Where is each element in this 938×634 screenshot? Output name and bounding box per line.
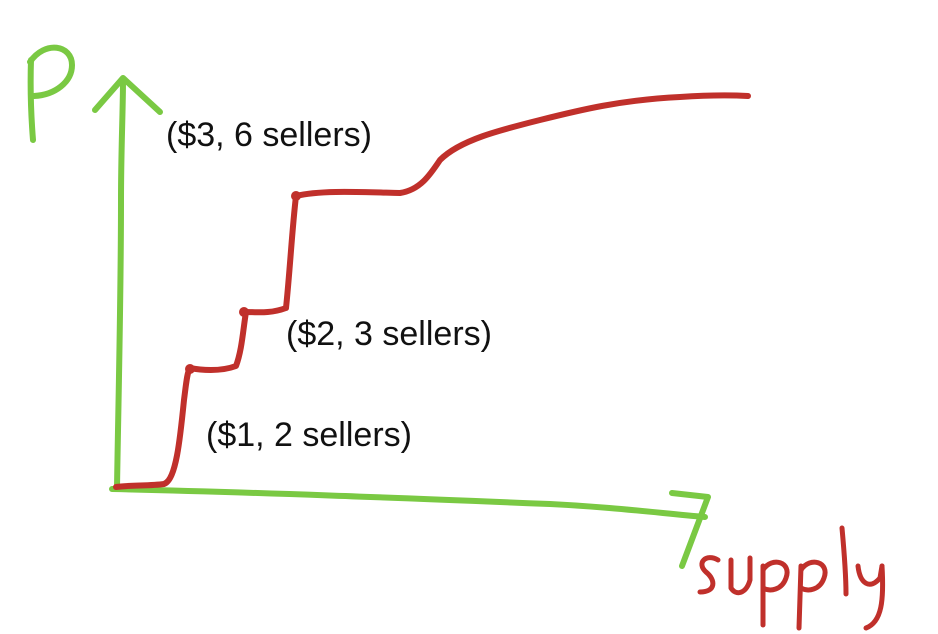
supply-curve: [113, 92, 751, 490]
x-axis: [109, 486, 711, 569]
point-marker-1: [185, 364, 195, 374]
point-marker-2: [239, 307, 249, 317]
point-label-2: ($2, 3 sellers): [286, 315, 492, 353]
y-axis: [92, 75, 163, 491]
point-marker-3: [291, 191, 301, 201]
x-axis-handwritten-label: [697, 525, 886, 631]
point-label-1: ($1, 2 sellers): [206, 416, 412, 454]
point-label-3: ($3, 6 sellers): [166, 116, 372, 154]
y-axis-handwritten-label: [27, 44, 75, 143]
supply-curve-line: [113, 92, 751, 490]
